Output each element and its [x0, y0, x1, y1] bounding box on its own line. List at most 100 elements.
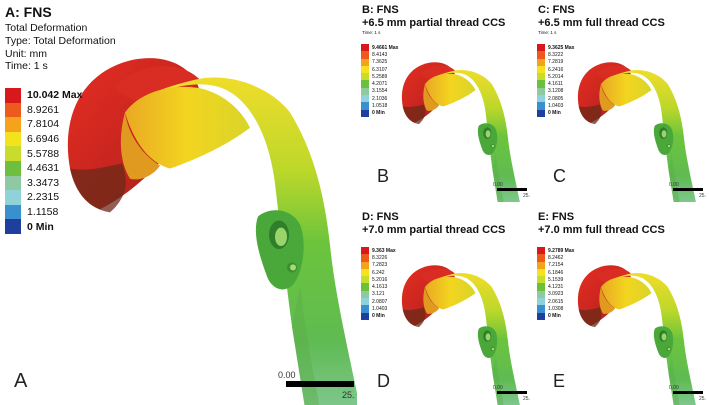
- legend-row: 8.2462: [537, 254, 574, 262]
- legend-label: 5.2014: [548, 73, 564, 80]
- legend-row: 1.0518: [361, 102, 398, 110]
- scale-start-label: 0.00: [669, 182, 679, 188]
- panel-d: D: FNS +7.0 mm partial thread CCS 9.363 …: [357, 203, 533, 405]
- legend-row: 4.1613: [361, 283, 396, 291]
- panel-d-legend: 9.363 Max 8.3226 7.2823 6.242 5.2016 4.1…: [361, 247, 396, 320]
- legend-row: 6.3107: [361, 65, 398, 74]
- panel-e-title-line1: E: FNS: [538, 211, 575, 223]
- legend-swatch: [537, 247, 545, 255]
- legend-label: 4.2071: [372, 81, 388, 88]
- legend-label: 1.0308: [548, 306, 564, 313]
- legend-row: 1.0403: [537, 102, 574, 110]
- panel-e-letter: E: [553, 371, 566, 391]
- legend-label: 7.8104: [27, 118, 60, 131]
- legend-row: 9.363 Max: [361, 247, 396, 255]
- legend-label: 9.4661 Max: [372, 44, 399, 51]
- legend-label: 6.2416: [548, 66, 564, 73]
- legend-label: 0 Min: [27, 220, 54, 233]
- legend-swatch: [537, 305, 545, 313]
- info-line: Unit: mm: [5, 47, 47, 60]
- scale-bar-line: [286, 381, 354, 387]
- panel-b-title-line1: B: FNS: [362, 4, 399, 16]
- legend-row: 4.1231: [537, 283, 574, 291]
- legend-swatch: [537, 109, 545, 117]
- info-line: Type: Total Deformation: [5, 34, 116, 47]
- legend-label: 6.3107: [372, 66, 388, 73]
- legend-swatch: [537, 51, 545, 59]
- panel-e-scale-bar: 0.00 25.: [667, 385, 709, 403]
- legend-label: 5.1539: [548, 276, 564, 283]
- legend-swatch: [361, 95, 369, 103]
- scale-bar-line: [497, 188, 527, 191]
- legend-label: 3.0923: [548, 291, 564, 298]
- legend-swatch: [5, 204, 21, 220]
- legend-swatch: [361, 51, 369, 59]
- legend-swatch: [537, 44, 545, 52]
- legend-label: 3.1208: [548, 88, 564, 95]
- legend-swatch: [5, 131, 21, 147]
- legend-swatch: [5, 146, 21, 161]
- legend-row: 6.242: [361, 268, 396, 277]
- legend-label: 4.1611: [548, 81, 563, 88]
- scale-start-label: 0.00: [493, 182, 503, 188]
- legend-label: 8.9261: [27, 103, 60, 116]
- legend-label: 9.2789 Max: [548, 247, 575, 254]
- legend-swatch: [537, 276, 545, 284]
- legend-swatch: [537, 95, 545, 103]
- legend-row: 1.0403: [361, 305, 396, 313]
- legend-swatch: [537, 268, 545, 277]
- panel-c-title-line1: C: FNS: [538, 4, 575, 16]
- panel-b-title: B: FNS +6.5 mm partial thread CCS: [362, 4, 505, 30]
- panel-b-legend: 9.4661 Max 8.4143 7.3625 6.3107 5.2589 4…: [361, 44, 398, 117]
- panel-b: B: FNS +6.5 mm partial thread CCS Time: …: [357, 0, 533, 202]
- panel-e-title: E: FNS +7.0 mm full thread CCS: [538, 211, 665, 237]
- legend-swatch: [5, 175, 21, 191]
- panel-c: C: FNS +6.5 mm full thread CCS Time: 1 s…: [533, 0, 709, 202]
- legend-row: 7.2823: [361, 261, 396, 269]
- legend-label: 7.2823: [372, 262, 388, 269]
- panel-c-legend: 9.3625 Max 8.3222 7.2819 6.2416 5.2014 4…: [537, 44, 574, 117]
- legend-swatch: [361, 58, 369, 66]
- legend-row: 8.3226: [361, 254, 396, 262]
- legend-label: 7.3625: [372, 59, 388, 66]
- legend-swatch: [361, 247, 369, 255]
- panel-c-title: C: FNS +6.5 mm full thread CCS: [538, 4, 665, 30]
- panel-c-title-line2: +6.5 mm full thread CCS: [538, 17, 665, 29]
- panel-b-letter: B: [377, 166, 390, 186]
- panel-e-legend: 9.2789 Max 8.2462 7.2154 6.1846 5.1539 4…: [537, 247, 574, 320]
- scale-end-label: 25.: [342, 390, 355, 400]
- legend-swatch: [537, 283, 545, 291]
- legend-label: 0 Min: [372, 313, 385, 320]
- panel-d-letter: D: [377, 371, 390, 391]
- legend-label: 8.2462: [548, 254, 564, 261]
- legend-row: 3.1554: [361, 87, 398, 96]
- legend-row: 3.0923: [537, 290, 574, 299]
- legend-row: 3.1208: [537, 87, 574, 96]
- legend-label: 1.1158: [27, 206, 59, 219]
- legend-label: 1.0518: [372, 103, 388, 110]
- panel-b-title-line2: +6.5 mm partial thread CCS: [362, 17, 506, 29]
- scale-end-label: 25.: [699, 193, 706, 199]
- legend-swatch: [537, 261, 545, 269]
- scale-bar-line: [497, 391, 527, 394]
- legend-swatch: [537, 290, 545, 299]
- scale-end-label: 25.: [523, 193, 530, 199]
- legend-label: 10.042 Max: [27, 89, 83, 102]
- legend-swatch: [361, 312, 369, 320]
- panel-b-time: Time: 1 s: [362, 30, 381, 35]
- panel-a-info: Total Deformation Type: Total Deformatio…: [5, 22, 116, 73]
- legend-swatch: [5, 102, 21, 118]
- scale-bar-line: [673, 188, 703, 191]
- legend-label: 2.0615: [548, 298, 564, 305]
- legend-row: 4.2071: [361, 80, 398, 88]
- legend-row: 6.1846: [537, 268, 574, 277]
- legend-label: 6.1846: [548, 269, 564, 276]
- legend-row: 0 Min: [5, 219, 82, 234]
- legend-row: 8.4143: [361, 51, 398, 59]
- info-line: Total Deformation: [5, 22, 88, 34]
- legend-row: 5.2014: [537, 73, 574, 81]
- legend-label: 8.3222: [548, 51, 564, 58]
- panel-d-title: D: FNS +7.0 mm partial thread CCS: [362, 211, 505, 237]
- info-line: Time: 1 s: [5, 60, 48, 73]
- legend-label: 9.363 Max: [372, 247, 396, 254]
